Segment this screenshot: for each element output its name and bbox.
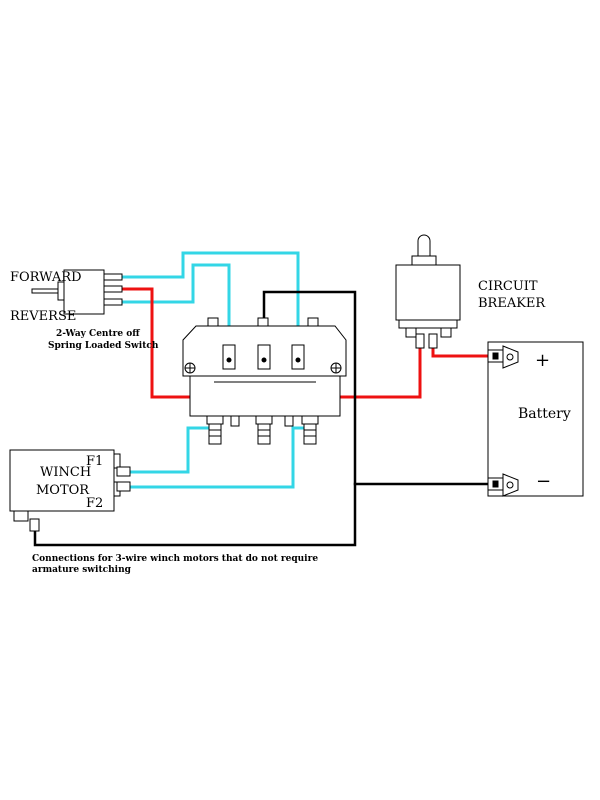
solenoid-mount-tab-center <box>257 317 269 327</box>
motor-body <box>9 449 115 512</box>
label-switch-line2: Spring Loaded Switch <box>48 341 159 351</box>
motor-terminal-f1 <box>113 453 121 469</box>
breaker-body <box>395 264 461 321</box>
label-reverse: REVERSE <box>10 309 76 324</box>
label-breaker-line2: BREAKER <box>478 296 546 311</box>
breaker-reset-button <box>417 234 431 257</box>
label-battery-plus: + <box>535 350 550 371</box>
control-wire-forward <box>120 251 300 367</box>
label-note-line1: Connections for 3-wire winch motors that… <box>32 554 318 564</box>
label-forward: FORWARD <box>10 270 82 285</box>
solenoid-small-stud-right <box>284 415 294 427</box>
solenoid-spade-terminal-1 <box>222 344 236 370</box>
power-wire-breaker-battery <box>431 345 490 358</box>
label-motor-line2: MOTOR <box>36 483 90 498</box>
breaker-terminal-right <box>440 327 452 338</box>
solenoid-stud-left <box>206 415 224 445</box>
switch-terminal-top <box>103 273 123 281</box>
motor-wire-f1 <box>128 426 216 474</box>
rocker-switch <box>31 269 123 315</box>
switch-terminal-bottom <box>103 298 123 306</box>
switch-terminal-middle <box>103 285 123 293</box>
label-breaker-line1: CIRCUIT <box>478 279 538 294</box>
solenoid-contactor <box>182 317 347 445</box>
battery-negative-terminal <box>487 473 519 497</box>
switch-body <box>63 269 105 315</box>
battery-positive-terminal <box>487 345 519 369</box>
control-wire-reverse <box>120 263 231 362</box>
label-motor-line1: WINCH <box>40 465 91 480</box>
breaker-lug-left <box>415 333 425 349</box>
label-note-line2: armature switching <box>32 565 132 575</box>
ground-wire-solenoid <box>33 290 357 547</box>
label-motor-f2: F2 <box>86 496 103 511</box>
motor-wire-f2 <box>128 426 308 489</box>
solenoid-stud-center <box>255 415 273 445</box>
winch-motor <box>9 449 131 532</box>
label-switch-line1: 2-Way Centre off <box>56 329 140 339</box>
power-wire-switch-common <box>120 287 422 399</box>
motor-armature-lug <box>29 518 40 532</box>
motor-lug-f1 <box>116 466 131 477</box>
motor-armature-terminal <box>13 510 29 522</box>
label-battery: Battery <box>518 406 571 422</box>
labels: FORWARD REVERSE 2-Way Centre off Spring … <box>10 270 571 575</box>
breaker-button-collar <box>411 255 437 266</box>
breaker-base <box>398 319 458 329</box>
solenoid-housing-base <box>189 375 341 417</box>
switch-lever <box>31 288 61 294</box>
circuit-breaker <box>395 234 461 349</box>
solenoid-spade-terminal-3 <box>291 344 305 370</box>
solenoid-mount-tab-right <box>307 317 319 327</box>
motor-lug-f2 <box>116 481 131 492</box>
solenoid-spade-terminal-2 <box>257 344 271 370</box>
breaker-terminal-left <box>405 327 417 338</box>
solenoid-small-stud-left <box>230 415 240 427</box>
solenoid-mount-tab-left <box>207 317 219 327</box>
label-battery-minus: − <box>536 471 551 492</box>
battery <box>487 341 584 497</box>
breaker-lug-right <box>428 333 438 349</box>
label-motor-f1: F1 <box>86 454 103 469</box>
solenoid-stud-right <box>301 415 319 445</box>
